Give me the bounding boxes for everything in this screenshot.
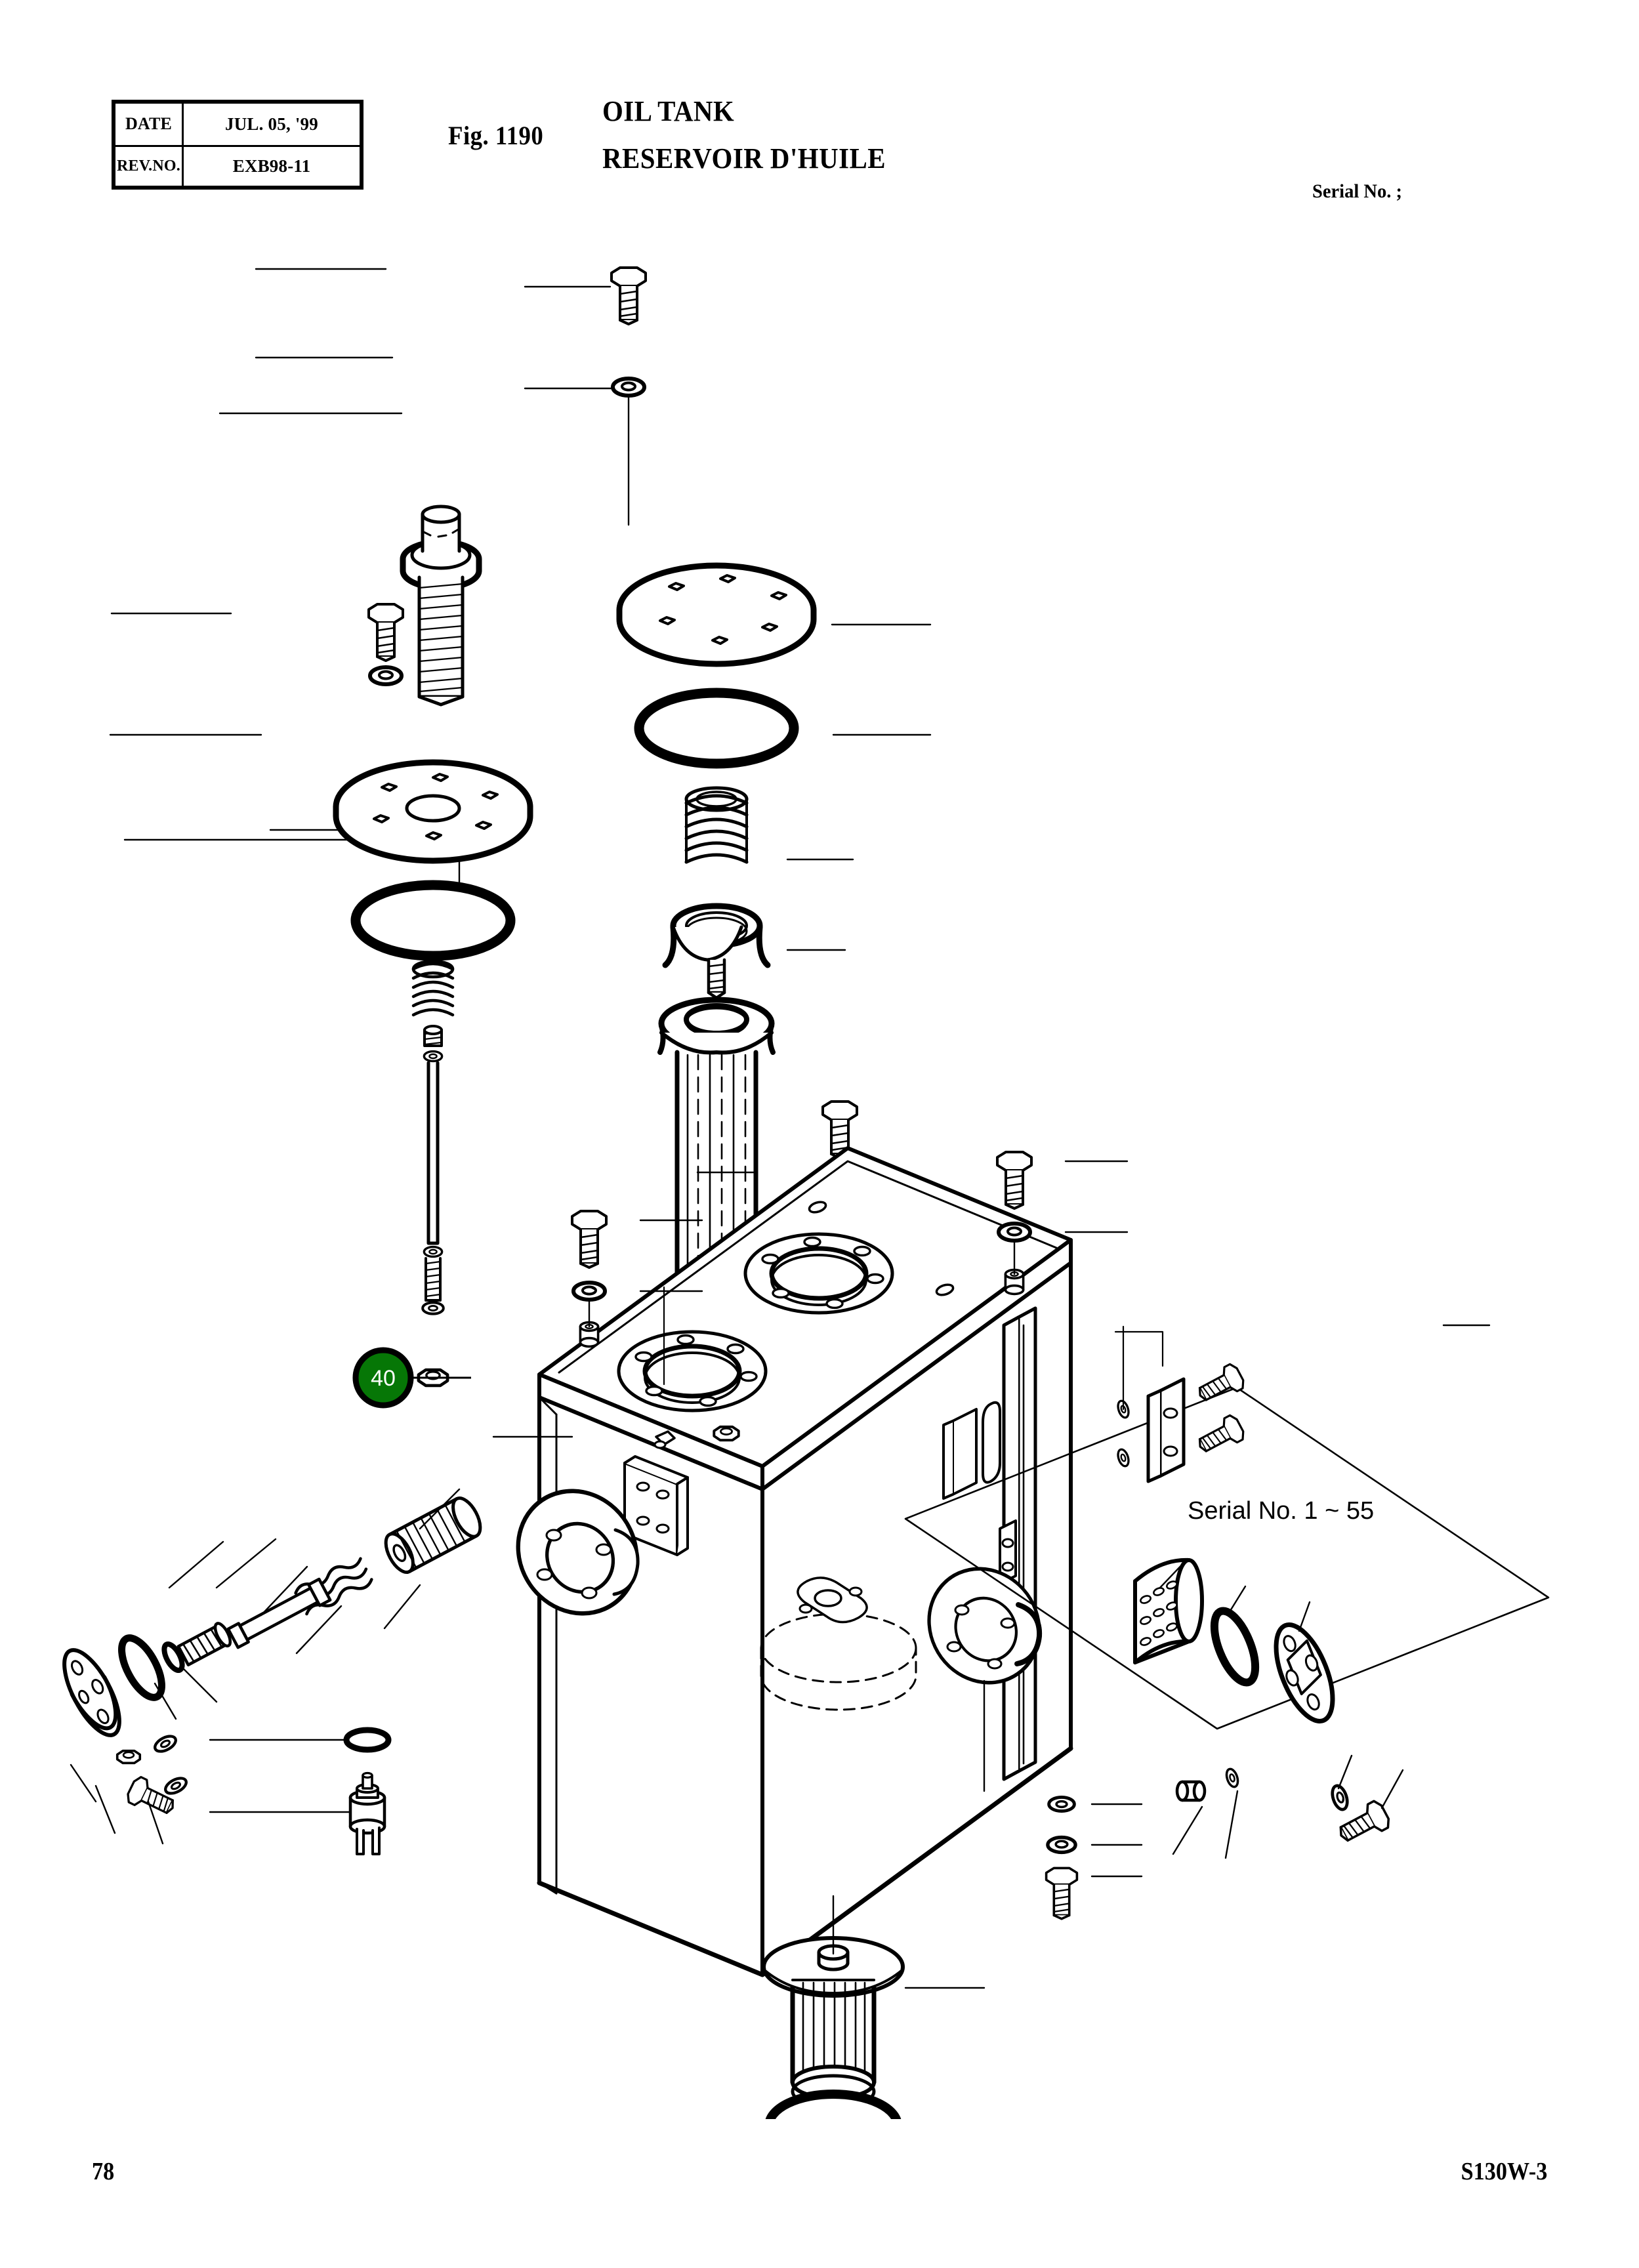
dipstick-rod <box>421 1025 445 1315</box>
return-filter-element <box>1133 1557 1204 1664</box>
o-ring-bottom-strainer <box>765 2090 902 2119</box>
date-value: JUL. 05, '99 <box>225 113 318 134</box>
leader-lines-return-filter <box>1159 1557 1404 1859</box>
mounting-bracket-right <box>1146 1377 1186 1483</box>
spring-breather <box>684 786 749 864</box>
drain-port-pad <box>797 1577 868 1624</box>
tank-body-weldment <box>516 1146 1073 1977</box>
page-title-english: OIL TANK <box>602 95 735 127</box>
serial-range-annotation: Serial No. 1 ~ 55 <box>1188 1497 1374 1525</box>
return-port-flange <box>927 1567 1043 1685</box>
washer-breather-top <box>613 379 644 396</box>
revision-number-value: EXB98-11 <box>184 144 360 186</box>
callout-marker-40[interactable]: 40 <box>352 1347 471 1409</box>
bolt-right-col <box>1045 1866 1079 1920</box>
bolt-upper-left <box>367 603 404 662</box>
valve-cover-plate <box>62 1648 121 1737</box>
leader-lines-bottom <box>904 1987 985 1989</box>
bottom-suction-strainer <box>762 1936 905 2109</box>
serial-number-label: Serial No. ; <box>1312 180 1402 202</box>
figure-number: Fig. 1190 <box>448 121 544 150</box>
large-o-ring-valve <box>118 1634 165 1701</box>
relief-valve-assembly <box>62 1496 482 1822</box>
revision-number-label: REV.NO. <box>115 144 184 186</box>
serial-variant-callout-box <box>904 1386 1550 1730</box>
o-ring-return-filter <box>1210 1607 1260 1687</box>
hex-nut-top-plate <box>713 1425 740 1442</box>
o-ring-breather <box>634 688 799 769</box>
breather-cover-plate <box>616 562 817 667</box>
sight-glass-slot <box>942 1401 1001 1500</box>
bolt-bracket-right-2 <box>1192 1412 1248 1460</box>
nut-valve-cover <box>115 1749 142 1765</box>
suction-port-flange <box>516 1489 640 1616</box>
bolt-top-left-plate <box>571 1210 608 1269</box>
leader-lines-relief-valve <box>70 1488 461 1845</box>
filler-bolt-assembly <box>400 505 482 707</box>
cover-plate-left <box>333 759 533 864</box>
callout-40-label: 40 <box>371 1366 396 1391</box>
washer-top-right-plate <box>999 1224 1030 1241</box>
bolt-breather-top <box>610 266 647 325</box>
washer-top-left-plate <box>573 1283 605 1300</box>
washer-return-filter-plug <box>1223 1766 1241 1790</box>
o-ring-left <box>350 880 516 961</box>
parts-illustration-svg: 40 Serial No. 1 ~ 55 <box>62 266 1550 2119</box>
o-ring-sensor <box>343 1727 392 1753</box>
level-sensor-switch <box>348 1771 386 1855</box>
page-title-french: RESERVOIR D'HUILE <box>602 142 886 175</box>
washer-valve-cover-1 <box>152 1733 178 1755</box>
washer-valve-cover-2 <box>163 1775 188 1797</box>
washer-return-filter-bolt <box>1330 1784 1350 1811</box>
plug-return-filter <box>1175 1780 1207 1802</box>
washer-upper-left <box>370 667 402 684</box>
washer-bracket-right-2 <box>1115 1447 1132 1469</box>
return-filter-cover <box>1274 1622 1335 1723</box>
page-number: 78 <box>92 2158 115 2185</box>
small-o-ring-valve <box>161 1641 185 1673</box>
washer-right-col-1 <box>1049 1797 1075 1811</box>
tank-fitting-left <box>654 1430 676 1449</box>
leader-lines-tank <box>492 1160 1129 1438</box>
bracket-tab-right <box>999 1519 1017 1585</box>
exploded-parts-diagram: 40 Serial No. 1 ~ 55 <box>0 216 1639 2119</box>
spring-left <box>411 959 455 1017</box>
breather-valve-funnel <box>662 903 771 1000</box>
washer-right-col-2 <box>1048 1838 1075 1853</box>
bolt-top-right-plate <box>996 1151 1033 1210</box>
model-number: S130W-3 <box>1461 2158 1547 2185</box>
revision-info-table: DATE JUL. 05, '99 REV.NO. EXB98-11 <box>112 100 363 190</box>
bracket-left-face <box>623 1455 689 1556</box>
date-label: DATE <box>115 104 184 145</box>
